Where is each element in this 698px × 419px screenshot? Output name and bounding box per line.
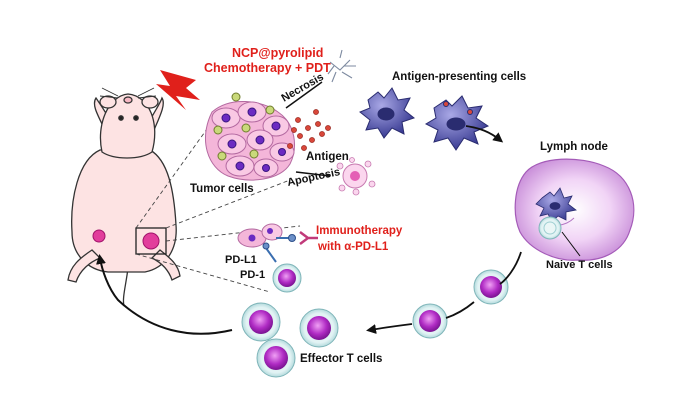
- migration-arrow: [366, 323, 413, 334]
- apoptosis-label: Apoptosis: [286, 166, 341, 189]
- effector-t-cell-3: [256, 338, 296, 378]
- pd-interaction: [237, 223, 318, 293]
- return-to-mouse-arrow: [96, 254, 233, 335]
- apc-cell-2: [424, 95, 490, 151]
- naive-t-cells-label: Naive T cells: [546, 259, 613, 271]
- pd-1-label: PD-1: [240, 269, 265, 281]
- necrosis-arrow-line: [285, 81, 323, 109]
- t-cell: [412, 303, 448, 339]
- immunotherapy-line2: with α-PD-L1: [317, 241, 389, 253]
- treatment-line2: Chemotherapy + PDT: [204, 61, 331, 75]
- effector-t-cells-label: Effector T cells: [300, 353, 382, 365]
- mouse-illustration: [67, 87, 181, 307]
- lymph-node: [514, 158, 635, 261]
- apc-label: Antigen-presenting cells: [392, 71, 526, 83]
- necrosis-debris: [327, 49, 356, 83]
- tumor-left: [92, 229, 106, 243]
- apoptosis-arrow-line: [295, 171, 331, 177]
- effector-t-cell-2: [299, 308, 339, 348]
- pd-l1-label: PD-L1: [225, 254, 257, 266]
- antigen-label: Antigen: [306, 151, 349, 163]
- lymph-node-label: Lymph node: [540, 141, 608, 153]
- lightning-bolt-icon: [156, 70, 200, 110]
- tumor-cluster: [205, 92, 295, 181]
- naive-pointer: [561, 231, 581, 257]
- antigen-dots: [287, 109, 331, 151]
- t-cell: [473, 269, 509, 305]
- apc-cell-1: [359, 87, 416, 139]
- tumor-right: [142, 232, 160, 250]
- apoptotic-cell: [336, 157, 376, 196]
- effector-t-cell-1: [241, 302, 281, 342]
- necrosis-label: Necrosis: [280, 71, 326, 105]
- migration-path: [445, 251, 522, 319]
- treatment-line1: NCP@pyrolipid: [232, 46, 323, 60]
- immunotherapy-line1: Immunotherapy: [316, 225, 403, 237]
- apc-to-node-arrow: [465, 125, 504, 143]
- tumor-cells-label: Tumor cells: [190, 183, 254, 195]
